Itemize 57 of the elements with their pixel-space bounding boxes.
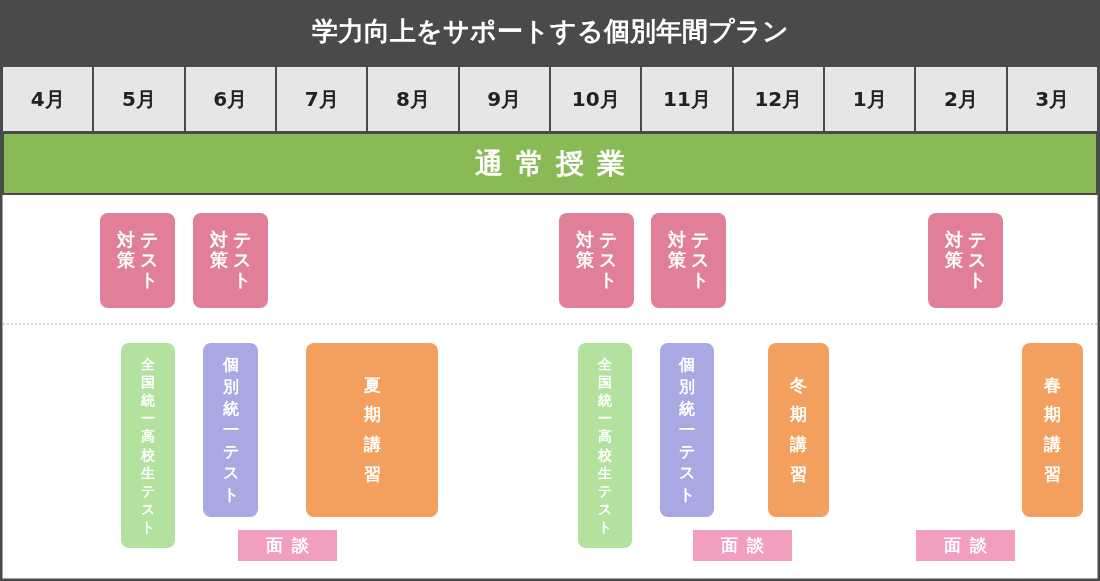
test-prep-box: [559, 213, 634, 308]
month-label: 12月: [754, 85, 803, 113]
month-label: 10月: [571, 85, 620, 113]
box-label: テスト対策: [667, 229, 710, 292]
month-cell: [732, 66, 824, 132]
month-label: 2月: [944, 85, 978, 113]
test-prep-box: [928, 213, 1003, 308]
month-cell: [93, 66, 185, 132]
box-label: 面談: [944, 534, 996, 557]
month-cell: [276, 66, 368, 132]
seasonal-course-box: [1022, 343, 1083, 517]
box-label: 夏期講習: [363, 373, 381, 486]
month-cell: [915, 66, 1007, 132]
box-label: テスト対策: [116, 229, 159, 292]
month-label: 1月: [852, 85, 887, 113]
box-label: テスト対策: [575, 229, 618, 292]
month-label: 4月: [30, 85, 65, 113]
test-prep-box: [100, 213, 175, 308]
month-cell: [641, 66, 733, 132]
month-label: 9月: [487, 85, 522, 113]
unified-test-box: [203, 343, 258, 517]
box-label: テスト対策: [209, 229, 252, 292]
unified-test-box: [660, 343, 714, 517]
month-cell: [550, 66, 642, 132]
month-cell: [2, 66, 94, 132]
month-label: 5月: [122, 85, 156, 113]
box-label: 冬期講習: [790, 373, 807, 486]
test-prep-box: [193, 213, 268, 308]
box-label: テスト対策: [944, 229, 987, 292]
month-label: 6月: [213, 85, 248, 113]
month-label: 11月: [663, 85, 711, 113]
box-label: 全国統一高校生テスト: [141, 354, 155, 537]
interview-box: [238, 530, 337, 561]
seasonal-course-box: [306, 343, 438, 517]
box-label: 面談: [721, 534, 773, 557]
regular-class-band: [2, 132, 1098, 195]
interview-box: [693, 530, 792, 561]
month-cell: [1006, 66, 1098, 132]
interview-box: [916, 530, 1015, 561]
month-cell: [367, 66, 459, 132]
month-cell: [458, 66, 550, 132]
month-label: 3月: [1035, 85, 1070, 113]
month-label: 8月: [396, 85, 430, 113]
month-cell: [824, 66, 916, 132]
seasonal-course-box: [768, 343, 829, 517]
national-test-box: [578, 343, 632, 548]
box-label: 個別統一テスト: [679, 354, 695, 506]
box-label: 全国統一高校生テスト: [598, 354, 612, 537]
box-label: 面談: [266, 534, 318, 557]
title: 学力向上をサポートする個別年間プラン: [310, 15, 790, 48]
test-prep-box: [651, 213, 726, 308]
box-label: 個別統一テスト: [222, 354, 239, 506]
national-test-box: [121, 343, 175, 548]
month-cell: [184, 66, 276, 132]
month-label: 7月: [304, 85, 339, 113]
band-label: 通常授業: [475, 145, 638, 182]
box-label: 春期講習: [1044, 373, 1061, 486]
